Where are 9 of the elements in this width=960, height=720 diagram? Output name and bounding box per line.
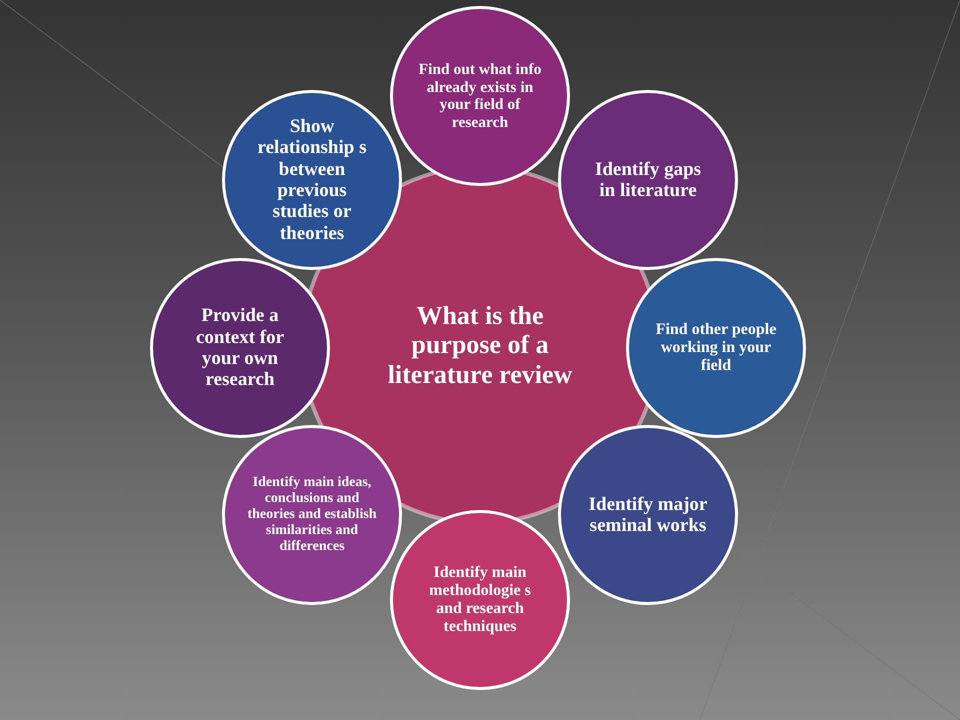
purpose-text: Identify main methodologie s and research techniques — [428, 564, 532, 636]
purpose-text: Show relationship s between previous studies or theories — [256, 116, 368, 244]
purpose-text: Find other people working in your field — [654, 320, 778, 376]
purpose-text: Provide a context for your own research — [194, 305, 286, 391]
central-question: What is the purpose of a literature review — [386, 300, 574, 390]
purpose-text: Identify main ideas, conclusions and theories and establish similarities and differences — [247, 475, 377, 555]
purpose-text: Identify gaps in literature — [594, 158, 702, 202]
purpose-text: Find out what info already exists in your field of research — [418, 61, 542, 131]
purpose-text: Identify major seminal works — [588, 494, 708, 536]
